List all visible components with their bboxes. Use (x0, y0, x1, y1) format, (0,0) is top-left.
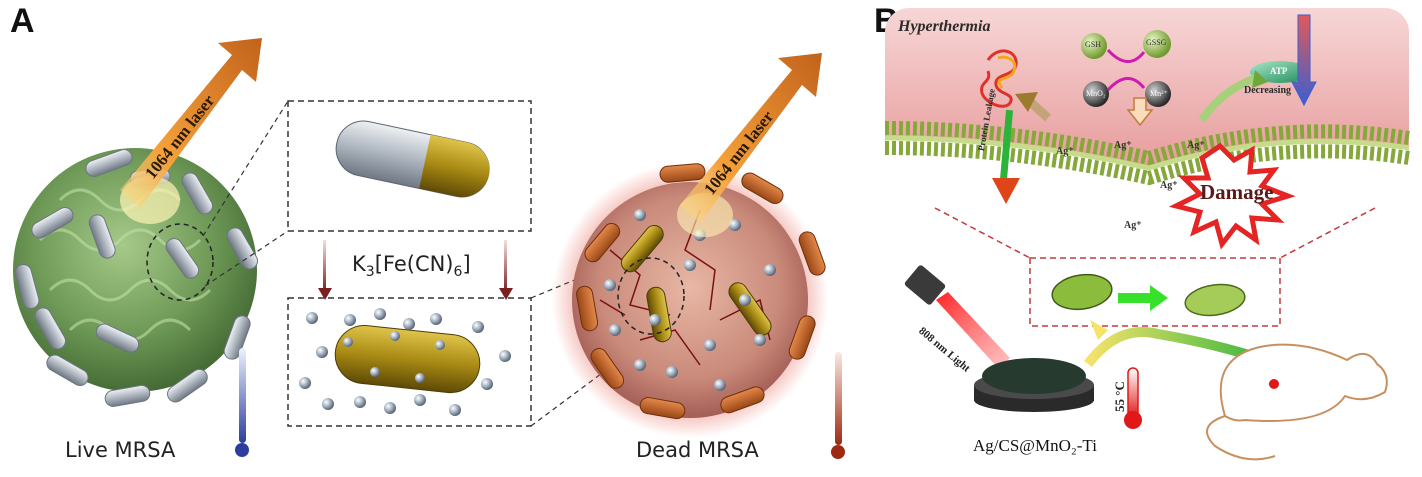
damage-label: Damage (1200, 180, 1274, 204)
panel-a-diagram: 1064 nm laser (13, 38, 845, 459)
laser-beam-left (120, 38, 262, 224)
implant-disc-icon (974, 358, 1094, 412)
decreasing-label: Decreasing (1244, 85, 1292, 96)
nanorod-silver-gold (335, 120, 490, 198)
damage-burst (1168, 142, 1296, 250)
laser-device-icon (904, 265, 946, 305)
cell-membrane (884, 121, 1411, 186)
gssg-molecule (1143, 30, 1171, 58)
ag-ion-3: Ag⁺ (1187, 140, 1205, 151)
bacteria-damaged-icon (1184, 283, 1246, 317)
zoom-circle-live (146, 223, 214, 301)
dead-mrsa-cell (552, 162, 828, 438)
mno2-label: MnO₂ (1086, 89, 1106, 98)
ag-ion-1: Ag⁺ (1056, 146, 1074, 157)
zoom-box-bacteria (1029, 257, 1281, 327)
laser-beam-808 (936, 292, 1010, 368)
gsh-molecule (1081, 33, 1107, 59)
reagent-label: K3[Fe(CN)6] (352, 252, 471, 281)
ag-ion-2: Ag⁺ (1114, 140, 1132, 151)
temperature-label: 55 °C (1112, 381, 1127, 412)
protein-icon (980, 49, 1018, 108)
bacteria-live-icon (1051, 273, 1113, 311)
zoom-box-bottom (287, 297, 532, 427)
ag-ion-4: Ag⁺ (1160, 180, 1178, 191)
thermometer-cold-icon (235, 348, 249, 457)
up-arrow-icon (1126, 97, 1154, 127)
gssg-label: GSSG (1146, 38, 1167, 47)
live-mrsa-label: Live MRSA (65, 438, 176, 462)
atp-icon (1250, 61, 1310, 83)
ag-ion-5: Ag⁺ (1124, 220, 1142, 231)
implant-label: Ag/CS@MnO₂-Ti (973, 436, 1097, 455)
decrease-arrow-icon (1291, 14, 1317, 107)
mn-label: Mn²⁺ (1150, 89, 1168, 98)
gsh-label: GSH (1085, 40, 1102, 49)
mno2-molecule (1083, 81, 1109, 107)
panel-b-diagram (884, 8, 1411, 461)
mouse-icon (1206, 343, 1388, 461)
laser-beam-right (677, 53, 822, 237)
panel-a-letter: A (10, 2, 35, 40)
dead-mrsa-label: Dead MRSA (636, 438, 759, 462)
thermometer-55-icon (1124, 367, 1142, 429)
zoom-box-top (287, 100, 532, 232)
mn-ion (1145, 81, 1171, 107)
hyperthermia-label: Hyperthermia (898, 18, 991, 35)
nanorod-gold-with-ag (299, 308, 511, 416)
thermometer-hot-icon (831, 352, 845, 459)
transform-arrow-icon (1118, 285, 1168, 311)
zoom-circle-dead (617, 257, 685, 335)
conversion-arrows (318, 240, 513, 300)
atp-label: ATP (1270, 66, 1288, 76)
